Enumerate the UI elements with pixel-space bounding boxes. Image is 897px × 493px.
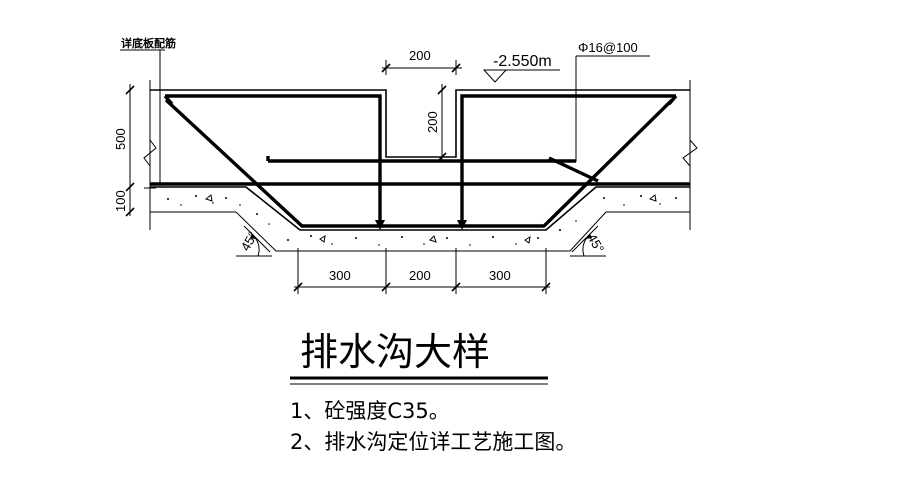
leader-rebar-spec: Φ16@100 (575, 40, 650, 162)
concrete-hatch (167, 194, 677, 246)
drawing-title-block: 排水沟大样 (290, 330, 548, 385)
dim-cushion-label: 100 (113, 190, 128, 212)
dim-top-opening-label: 200 (409, 48, 431, 63)
note-line-1: 1、砼强度C35。 (290, 399, 450, 423)
dim-opening-depth: 200 (425, 84, 447, 162)
drawing-title: 排水沟大样 (300, 330, 490, 374)
notes: 1、砼强度C35。 2、排水沟定位详工艺施工图。 (290, 399, 576, 454)
right-break-symbol (682, 139, 698, 167)
slab-bottom-surface (150, 186, 690, 231)
rebar-top-left (165, 94, 382, 225)
elevation-mark: -2.550m (482, 53, 560, 83)
angle-right-label: 45° (584, 231, 607, 256)
cushion-bottom-line (150, 211, 690, 252)
leader-bottom-slab-rebar: 详底板配筋 (120, 36, 176, 186)
dim-slab-height-label: 500 (113, 128, 128, 150)
dim-bottom-chain: 300 200 300 (293, 248, 551, 294)
rebar-trench-u (164, 98, 674, 228)
slab-top-surface (150, 89, 690, 158)
dim-bottom-left-label: 300 (329, 268, 351, 283)
dim-bottom-right-label: 300 (489, 268, 511, 283)
dim-bottom-mid-label: 200 (409, 268, 431, 283)
rebars (150, 94, 690, 230)
bottom-slab-rebar-label: 详底板配筋 (121, 36, 176, 50)
rebar-top-right (460, 94, 676, 225)
rebar-spec-label: Φ16@100 (578, 40, 638, 55)
dim-opening-depth-label: 200 (425, 111, 440, 133)
note-line-2: 2、排水沟定位详工艺施工图。 (290, 430, 576, 454)
dim-top-opening: 200 (381, 48, 462, 75)
trench-outline (143, 80, 698, 252)
left-break-symbol (143, 139, 157, 167)
dim-left-vertical: 500 100 (113, 84, 135, 217)
angle-left: 45° (236, 225, 272, 257)
elevation-label: -2.550m (493, 53, 552, 70)
